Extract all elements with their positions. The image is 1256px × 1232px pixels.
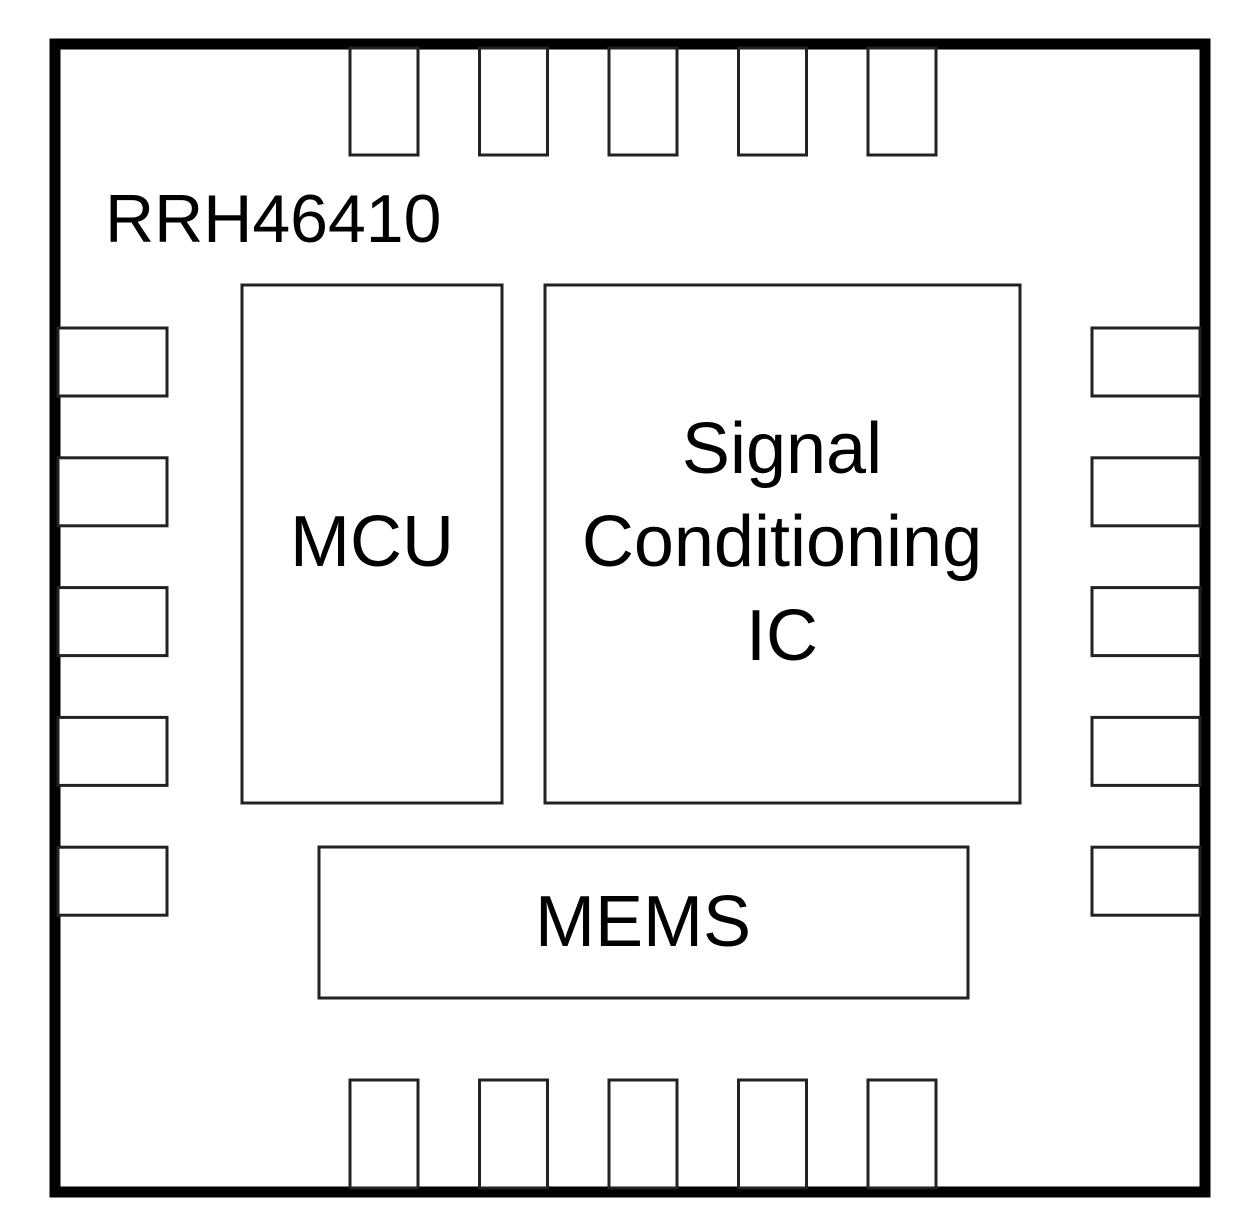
signal-conditioning-block: [543, 283, 1022, 805]
pin-left-2: [56, 456, 169, 528]
pin-bottom-3: [607, 1078, 679, 1190]
pin-top-5: [866, 46, 938, 157]
mems-block: [317, 845, 970, 1000]
pin-bottom-2: [478, 1078, 549, 1190]
part-number-label: RRH46410: [105, 181, 441, 257]
pin-right-1: [1090, 326, 1202, 398]
pin-bottom-1: [348, 1078, 420, 1190]
mems-label: MEMS: [535, 882, 751, 962]
pin-right-3: [1090, 586, 1202, 658]
pin-bottom-5: [866, 1078, 938, 1190]
pin-bottom-4: [737, 1078, 808, 1190]
pin-left-4: [56, 715, 169, 787]
pin-left-5: [56, 845, 169, 917]
pin-top-4: [737, 46, 808, 157]
pins: [56, 46, 1202, 1190]
pin-right-5: [1090, 845, 1202, 917]
pin-top-2: [478, 46, 549, 157]
mcu-block: [240, 283, 504, 805]
signal-conditioning-line-3: IC: [746, 596, 818, 676]
pin-top-3: [607, 46, 679, 157]
signal-conditioning-line-2: Conditioning: [582, 502, 982, 582]
pin-top-1: [348, 46, 420, 157]
pin-right-2: [1090, 456, 1202, 528]
pin-left-3: [56, 586, 169, 658]
mcu-label: MCU: [290, 502, 454, 582]
pin-left-1: [56, 326, 169, 398]
pin-right-4: [1090, 715, 1202, 787]
signal-conditioning-line-1: Signal: [682, 409, 882, 489]
